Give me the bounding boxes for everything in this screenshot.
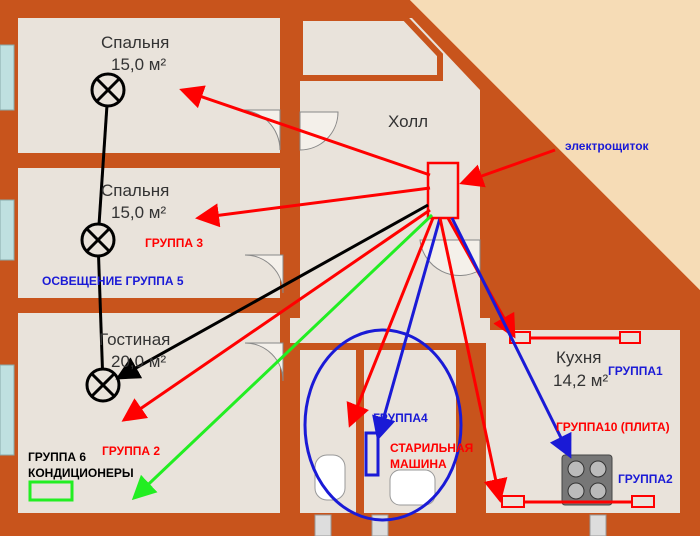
stove-icon [561,454,613,506]
washer-sub-label: МАШИНА [390,457,447,471]
wire-bedroom1 [179,85,431,177]
washer-label: СТАРИЛЬНАЯ [390,441,474,455]
kitchen-area: 14,2 м² [553,371,609,390]
panel-label: электрощиток [565,139,649,153]
group-3-label: ГРУППА 3 [145,236,204,250]
bedroom-1-floor [18,18,280,153]
window-left-2 [0,199,15,261]
group-6-label: ГРУППА 6 [28,450,87,464]
bedroom-2-floor [18,168,280,298]
wire-kitchen-2 [438,217,508,503]
ac-outlet [28,480,74,502]
light-fixture-icon [80,222,116,258]
wire-bath [346,217,435,428]
bedroom-2-area: 15,0 м² [111,203,167,222]
group-2-living-label: ГРУППА 2 [102,444,161,458]
light-fixture-icon [85,367,121,403]
bedroom-1-area: 15,0 м² [111,55,167,74]
living-room-title: Гостиная [99,330,171,349]
wire-washer [372,217,442,441]
bedroom-2-title: Спальня [101,181,170,200]
group-4-label: ГРУППА4 [373,411,428,425]
wire-lighting [115,203,429,380]
bathroom-highlight [303,328,463,522]
kitchen-title: Кухня [556,348,602,367]
hall-title: Холл [388,112,429,131]
wire-panel-label [459,148,556,188]
window-left-1 [0,44,15,111]
electrical-panel [426,161,460,220]
wire-living [121,208,431,422]
kitchen-floor [486,330,680,513]
wire-ac [131,213,434,501]
toilet [314,454,346,501]
bedroom-1-title: Спальня [101,33,170,52]
group-5-label: ОСВЕЩЕНИЕ ГРУППА 5 [42,274,184,288]
light-fixture-icon [90,72,126,108]
hall-top-room [297,15,443,81]
living-room-area: 20,0 м² [111,352,167,371]
group-2-kitchen-label: ГРУППА2 [618,472,673,486]
group-1-label: ГРУППА1 [608,364,663,378]
wire-stove [450,217,572,459]
group-10-label: ГРУППА10 (ПЛИТА) [556,420,670,434]
group-6-sub-label: КОНДИЦИОНЕРЫ [28,466,134,480]
wire-bedroom2 [195,186,431,228]
washer-outlet [364,431,380,477]
window-left-3 [0,364,15,456]
sink [389,469,436,506]
